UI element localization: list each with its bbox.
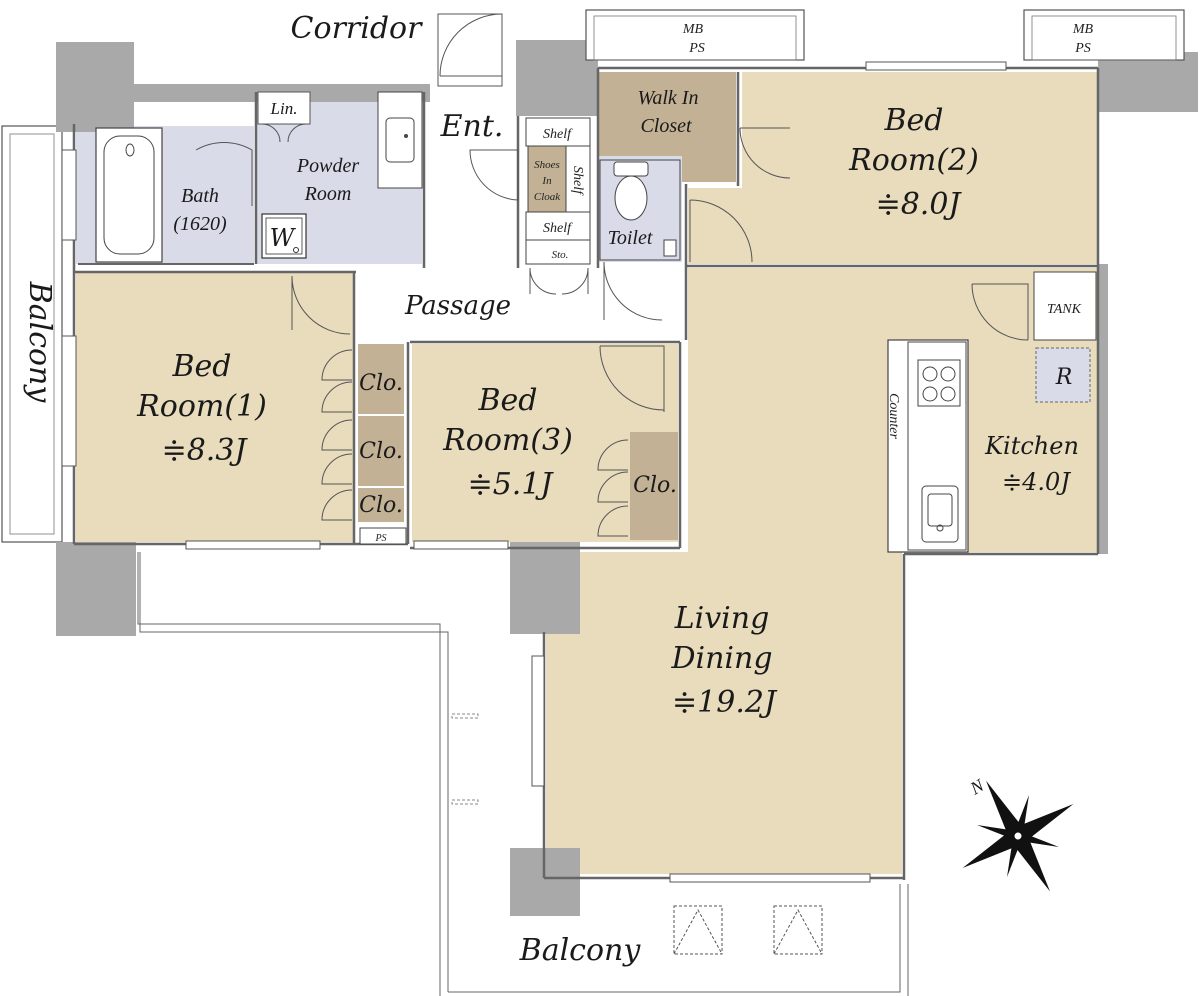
- shoes-cloak-fill: [528, 146, 566, 212]
- north-label: N: [966, 775, 988, 799]
- closet-bed1-b: [358, 416, 404, 486]
- bath-label-2: (1620): [173, 213, 227, 235]
- closet-bed1-c: [358, 488, 404, 522]
- small-ps: PS: [359, 527, 407, 545]
- clo-label-4: Clo.: [633, 473, 677, 498]
- shelf-top-label: Shelf: [543, 127, 573, 142]
- bedroom-2-floor: [688, 72, 1098, 264]
- corridor-label: Corridor: [291, 11, 424, 46]
- closet-bed3: [630, 432, 678, 540]
- passage-label: Passage: [404, 291, 511, 321]
- shoes-label-3: Cloak: [534, 191, 561, 203]
- powder-label-1: Powder: [296, 155, 359, 177]
- ent-inner-door: [469, 149, 519, 201]
- bed1-label-1: Bed: [171, 349, 231, 384]
- shoes-label-2: In: [541, 175, 552, 187]
- bed1-closet-doors: [321, 349, 353, 521]
- bath-label-1: Bath: [181, 185, 219, 207]
- tank-box: TANK: [971, 271, 1097, 341]
- kitchen-counter: Counter: [886, 339, 969, 553]
- windows: [61, 61, 1007, 883]
- wic-label-1: Walk In: [638, 87, 699, 109]
- ps-label-2: PS: [1074, 41, 1091, 56]
- ld-label-2: Dining: [670, 641, 772, 676]
- bathtub: [78, 127, 254, 265]
- bed3-closet-doors: [597, 439, 629, 537]
- bath-door: [195, 141, 253, 206]
- fridge-label: R: [1055, 365, 1073, 390]
- aircon-units: [673, 905, 823, 955]
- mb-label-1: MB: [682, 22, 704, 37]
- balcony-outline-bottom: [137, 552, 909, 996]
- clo-label-1: Clo.: [359, 371, 403, 396]
- balcony-left-label: Balcony: [22, 281, 57, 404]
- entrance-label: Ent.: [440, 109, 504, 144]
- toilet-label: Toilet: [608, 227, 653, 249]
- clo-label-3: Clo.: [359, 493, 403, 518]
- entrance-door: [437, 13, 503, 87]
- powder-label-2: Room: [304, 183, 352, 205]
- bed3-door: [599, 345, 665, 412]
- linen-label: Lin.: [270, 99, 298, 118]
- storage-label: Sto.: [552, 249, 569, 261]
- shelf-bottom-label: Shelf: [543, 221, 573, 236]
- bed2-door: [689, 199, 753, 263]
- balcony-outline-left: [1, 125, 63, 543]
- counter-label: Counter: [886, 393, 901, 439]
- ld-area: ≑19.2J: [672, 685, 778, 720]
- shoes-cloak-unit: Shelf Shelf Shelf Shoes In Cloak Sto.: [525, 117, 591, 295]
- fridge-space: R: [1035, 347, 1091, 403]
- mb-ps-box-2: MB PS: [1023, 9, 1185, 61]
- ld-label-1: Living: [674, 601, 770, 636]
- bed3-label-2: Room(3): [442, 423, 573, 458]
- kitchen-area: ≑4.0J: [1002, 468, 1071, 496]
- vanity: [377, 91, 423, 189]
- closet-bed1-a: [358, 344, 404, 414]
- ps-small-label: PS: [374, 533, 386, 544]
- bed1-area: ≑8.3J: [162, 433, 249, 468]
- shelf-side-label: Shelf: [570, 166, 585, 196]
- bed2-label-2: Room(2): [848, 143, 979, 178]
- bed2-area: ≑8.0J: [876, 187, 963, 222]
- mb-label-2: MB: [1072, 22, 1094, 37]
- wic-label-2: Closet: [640, 115, 692, 137]
- bed2-label-1: Bed: [883, 103, 943, 138]
- walls: [56, 40, 1198, 916]
- bed1-door: [291, 275, 351, 335]
- tank-label: TANK: [1047, 302, 1082, 317]
- balcony-bottom-label: Balcony: [519, 933, 642, 968]
- washer-box: W: [261, 213, 307, 259]
- shoes-label-1: Shoes: [534, 159, 560, 171]
- linen-closet: Lin.: [257, 91, 311, 143]
- ps-label-1: PS: [688, 41, 705, 56]
- mb-ps-box-1: MB PS: [585, 9, 805, 61]
- bedroom-1-floor: [76, 272, 354, 542]
- bed3-area: ≑5.1J: [468, 467, 555, 502]
- wic-door: [739, 127, 791, 179]
- toilet-fixtures: [599, 159, 681, 321]
- washer-label: W: [270, 224, 297, 252]
- bed1-label-2: Room(1): [136, 389, 267, 424]
- clo-label-2: Clo.: [359, 439, 403, 464]
- north-compass: [962, 780, 1074, 892]
- bed3-label-1: Bed: [477, 383, 537, 418]
- kitchen-label: Kitchen: [984, 432, 1079, 460]
